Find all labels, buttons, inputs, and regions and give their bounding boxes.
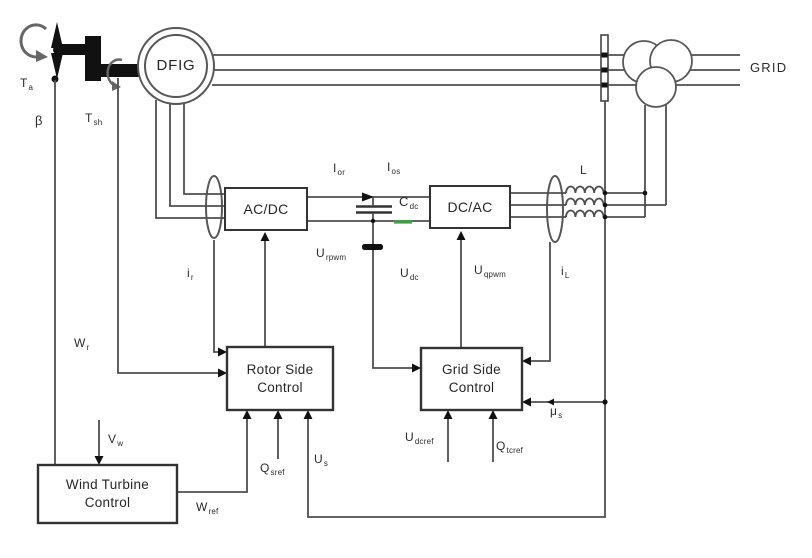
bus-measurement-line (307, 101, 606, 518)
label-shaft-torque: Tsh (85, 111, 103, 127)
control-boxes (36, 345, 524, 525)
converter-output-lines (510, 185, 666, 218)
bus-junction-dot (602, 399, 608, 405)
rotor-speed-line (117, 78, 219, 374)
rotor-converter-label: AC/DC (243, 200, 289, 217)
converter-boxes (224, 185, 511, 231)
label-dc-voltage: Udc (400, 266, 419, 282)
dc-link-capacitor (356, 205, 392, 214)
mu-s-direction-marker (547, 398, 554, 406)
rail-junction-dot (370, 218, 376, 224)
label-dc-current-rotor: Ior (333, 161, 346, 177)
label-rotor-speed: Wr (74, 336, 90, 352)
dc-voltage-line (372, 250, 413, 369)
rotation-arrow-large-icon (19, 23, 48, 62)
rotation-arrow-small-icon (106, 58, 123, 91)
dc-voltage-tap (362, 244, 383, 250)
label-wind-speed: Vw (108, 432, 124, 448)
filter-junction-dots (602, 190, 648, 220)
line-current-line (530, 242, 551, 362)
transformer-symbol (622, 39, 693, 108)
wind-turbine-control-label: Wind Turbine Control (65, 477, 150, 510)
label-speed-reference: Wref (196, 500, 219, 516)
label-rotor-pwm-voltage: Urpwm (316, 246, 347, 262)
speed-reference-line (177, 419, 248, 493)
label-stator-voltage: Us (314, 452, 329, 468)
label-stator-q-reference: Qsref (260, 461, 285, 477)
label-grid-q-reference: Qtcref (496, 439, 524, 455)
label-filter-inductor: L (580, 163, 587, 177)
dc-current-arrow (362, 192, 374, 202)
grid-side-control-label: Grid Side Control (442, 362, 501, 395)
label-aero-torque: Ta (20, 76, 34, 92)
label-grid-pwm-voltage: Uqpwm (474, 263, 507, 279)
label-grid-voltage: μs (550, 404, 563, 420)
label-dc-capacitor: Cdc (399, 194, 419, 211)
rotor-side-control-label: Rotor Side Control (246, 361, 314, 395)
label-rotor-current: ir (187, 266, 194, 282)
label-line-current: iL (561, 264, 570, 280)
rotor-current-line (213, 240, 219, 353)
rotor-lines (155, 100, 225, 219)
drive-shaft-and-gearbox (60, 36, 141, 81)
dfig-generator-symbol (137, 27, 215, 105)
dc-rail-green-mark (394, 220, 412, 224)
grid-converter-label: DC/AC (447, 198, 493, 215)
dfig-label: DFIG (156, 57, 196, 75)
transformer-risers (644, 104, 667, 217)
label-pitch-angle: β (35, 113, 43, 128)
rotor-current-sensor (205, 175, 223, 239)
arrowheads (94, 231, 531, 465)
busbar (600, 34, 609, 102)
label-dc-voltage-reference: Udcref (405, 430, 434, 446)
turbine-blades (51, 22, 63, 83)
label-dc-current-grid: Ios (387, 160, 401, 176)
grid-label: GRID (750, 60, 788, 75)
line-current-sensor (546, 175, 564, 243)
